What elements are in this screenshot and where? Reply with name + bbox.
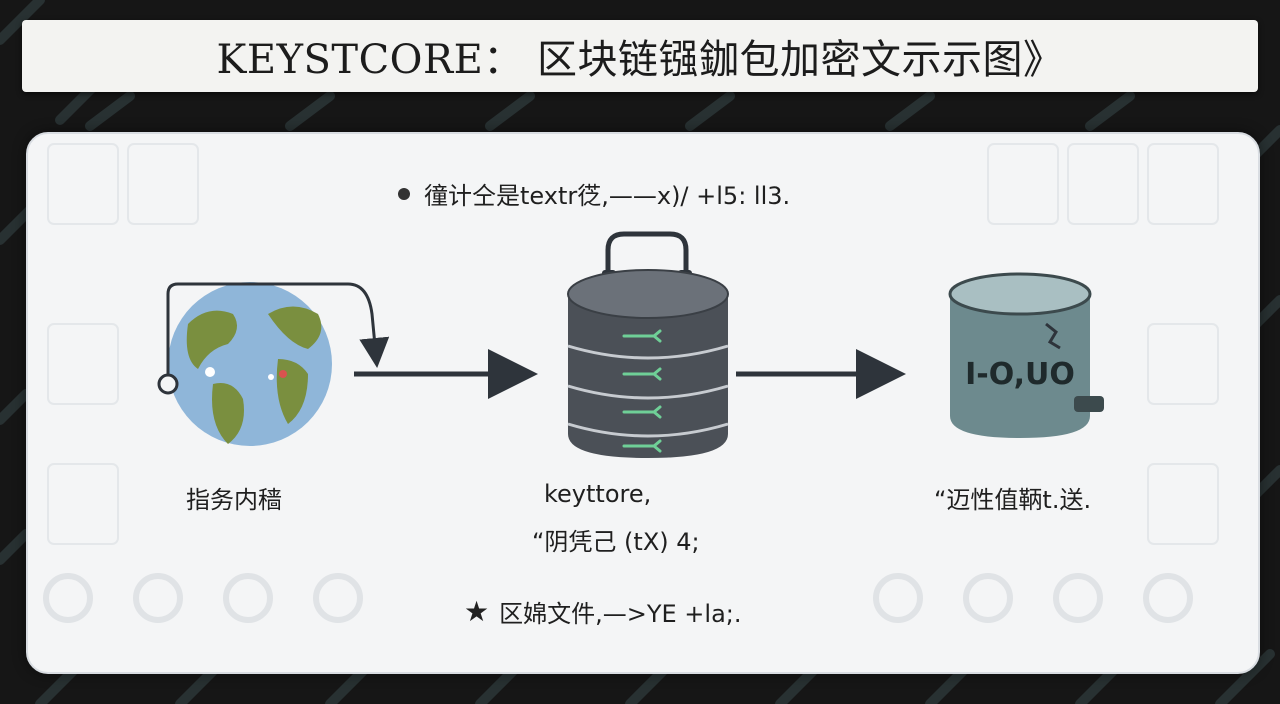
bottom-note: ★ 区婂文件,—>YE +la;. xyxy=(464,594,742,629)
diagram-panel: I-O,UO 徸计仝是textr徔,——x)/ +l5: ll3. 指务内穑 k… xyxy=(26,132,1260,674)
panel-grid-background xyxy=(47,143,1219,545)
star-icon: ★ xyxy=(464,594,490,628)
title-bar: KEYSTCORE： 区块链镪鉫包加密文示示图》 xyxy=(22,20,1258,92)
storage-label: “迈性值鞆t.送. xyxy=(934,486,1092,514)
top-note-text: 徸计仝是textr徔,——x)/ +l5: ll3. xyxy=(424,182,791,210)
top-note: 徸计仝是textr徔,——x)/ +l5: ll3. xyxy=(398,176,790,211)
globe-icon xyxy=(157,282,390,446)
keystore-label-line1: keyttore, xyxy=(544,480,652,508)
watermark-pattern xyxy=(43,573,1193,623)
keystore-label-line2: “阴凭己 (tX) 4; xyxy=(532,528,700,556)
bullet-dot-icon xyxy=(398,187,410,200)
bottom-note-text: 区婂文件,—>YE +la;. xyxy=(499,600,742,628)
drum-label: I-O,UO xyxy=(965,357,1075,392)
cylinder-drum-icon: I-O,UO xyxy=(948,272,1104,438)
source-label: 指务内穑 xyxy=(186,486,282,514)
flow-diagram: I-O,UO xyxy=(157,231,1104,458)
page-title: KEYSTCORE： 区块链镪鉫包加密文示示图》 xyxy=(216,37,1064,83)
server-stack-icon xyxy=(567,231,729,458)
